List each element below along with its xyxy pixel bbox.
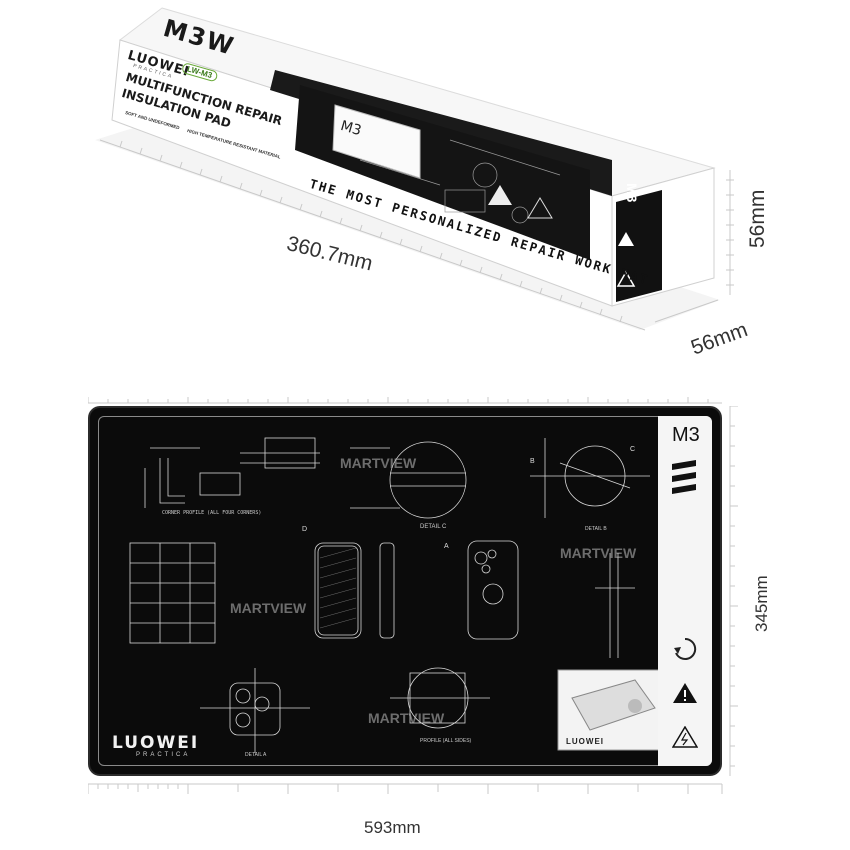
mat-brand-sub: PRACTICA bbox=[136, 752, 191, 758]
stripes-icon bbox=[672, 460, 696, 494]
box-end-logo: M3 bbox=[624, 183, 640, 203]
profile-note: PROFILE (ALL SIDES) bbox=[420, 738, 472, 744]
watermark-group: MARTVIEW MARTVIEW MARTVIEW MARTVIEW bbox=[230, 455, 637, 726]
box-height-label: 56mm bbox=[746, 189, 769, 248]
mat-height-label: 345mm bbox=[752, 575, 771, 632]
watermark-1: MARTVIEW bbox=[340, 455, 417, 471]
product-box-image: M3W LUOWEI PRACTICA LW-M3 MULTIFUNCTION … bbox=[0, 0, 850, 380]
callout-a: A bbox=[444, 543, 449, 550]
box-illustration bbox=[95, 7, 734, 331]
inset-brand: LUOWEI bbox=[566, 737, 604, 746]
watermark-2: MARTVIEW bbox=[560, 545, 637, 561]
mat-bottom-ruler bbox=[88, 783, 723, 794]
mat-logo: M3 bbox=[672, 424, 700, 446]
watermark-4: MARTVIEW bbox=[368, 710, 445, 726]
detail-c-label: DETAIL C bbox=[420, 524, 447, 530]
mat-right-ruler bbox=[729, 406, 738, 776]
electric-warning-icon bbox=[672, 726, 698, 748]
warning-icon bbox=[673, 683, 697, 703]
callout-d: D bbox=[302, 526, 308, 533]
repair-mat: MARTVIEW MARTVIEW MARTVIEW MARTVIEW CORN… bbox=[88, 406, 722, 776]
watermark-3: MARTVIEW bbox=[230, 600, 307, 616]
mat-brand: LUOWEI bbox=[112, 733, 200, 753]
detail-b-label: DETAIL B bbox=[585, 526, 607, 532]
mat-width-label: 593mm bbox=[364, 818, 421, 837]
mat-top-ruler bbox=[88, 397, 722, 404]
mat-side-panel: M3 bbox=[658, 416, 712, 766]
corner-profile-note: CORNER PROFILE (ALL FOUR CORNERS) bbox=[162, 510, 262, 516]
callout-b: B bbox=[530, 458, 535, 465]
callout-c: C bbox=[630, 446, 636, 453]
detail-a-label: DETAIL A bbox=[245, 752, 267, 758]
mat-schematics: MARTVIEW MARTVIEW MARTVIEW MARTVIEW bbox=[129, 437, 663, 753]
recycle-icon bbox=[674, 637, 697, 660]
